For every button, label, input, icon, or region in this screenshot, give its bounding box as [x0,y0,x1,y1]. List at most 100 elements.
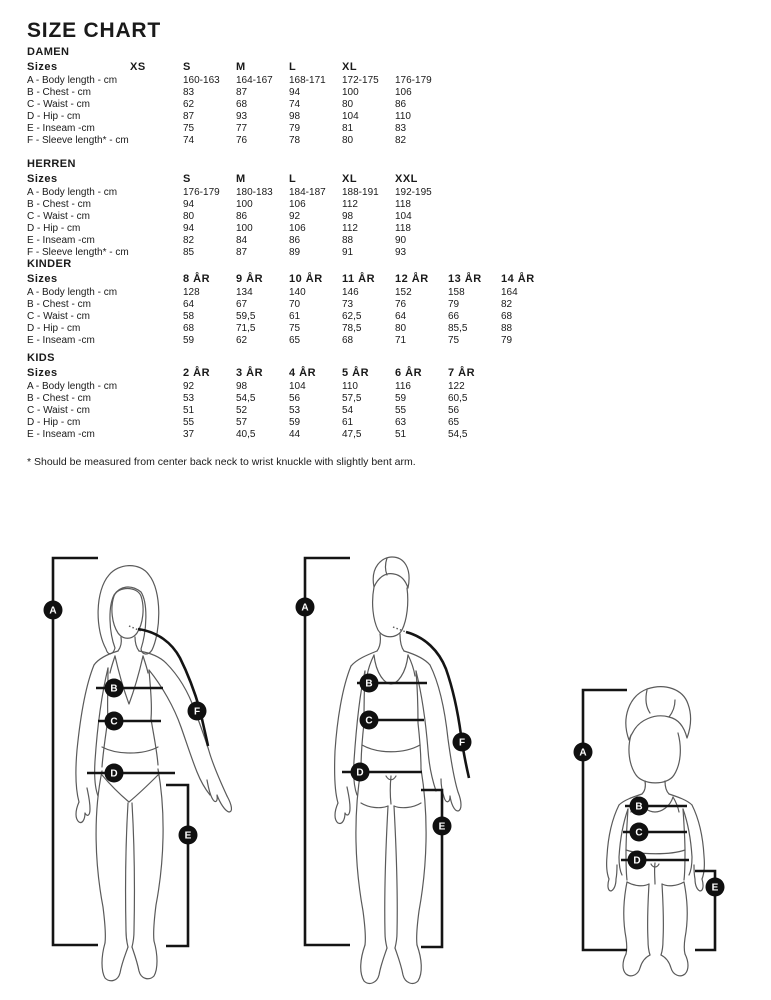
measurement-value [130,135,183,147]
measurement-value [130,211,183,223]
section-heading: HERREN [27,158,76,170]
measurement-value: 94 [183,223,195,234]
body-length-bracket [51,556,98,947]
measurement-value: 192-195 [395,187,432,198]
size-column-header [501,367,554,380]
measurement-value: 59 [183,335,195,346]
measurement-value: 86 [289,235,301,246]
measurement-value: 104 [395,211,412,222]
measurement-value: 88 [501,323,513,334]
measurement-value [130,199,183,211]
measurement-value: 94 [289,87,301,98]
size-column-header [130,273,183,286]
row-label: A - Body length - cm [27,287,118,298]
row-label: E - Inseam -cm [27,235,95,246]
size-column-header: XL [342,173,358,185]
page-title: SIZE CHART [27,19,161,42]
measurement-value: 82 [501,299,513,310]
marker-b-label: B [110,684,117,695]
measurement-value: 146 [342,287,359,298]
measurement-value: 122 [448,381,465,392]
marker-b-badge [629,796,649,816]
size-column-header: 6 ÅR [395,367,423,379]
measurement-value: 94 [183,199,195,210]
measurement-value [130,187,183,199]
measurement-value: 184-187 [289,187,326,198]
measurement-value [501,417,554,429]
measurement-value: 63 [395,417,407,428]
measurement-value: 78,5 [342,323,362,334]
measurement-value: 59 [395,393,407,404]
measurement-value: 76 [395,299,407,310]
measurement-value: 106 [395,87,412,98]
neck-start-dotted-line [392,626,407,633]
measurement-value: 80 [395,323,407,334]
sleeve-footnote: * Should be measured from center back ne… [27,456,416,468]
measurement-value: 87 [236,87,248,98]
measurement-value [501,99,554,111]
measurement-value: 74 [289,99,301,110]
measurement-value: 80 [183,211,195,222]
measurement-value: 55 [183,417,195,428]
measurement-value: 93 [236,111,248,122]
woman-face [111,587,144,639]
measurement-value: 51 [395,429,407,440]
measurement-value [448,187,501,199]
row-label: C - Waist - cm [27,311,90,322]
row-label: Sizes [27,273,58,285]
measurement-value [130,381,183,393]
measurement-value: 54,5 [236,393,256,404]
child-figure: A B C D E [565,660,771,990]
measurement-value: 86 [395,99,407,110]
measurement-value: 90 [395,235,407,246]
size-column-header: 13 ÅR [448,273,482,285]
row-label: B - Chest - cm [27,299,91,310]
row-label: E - Inseam -cm [27,123,95,134]
row-label: F - Sleeve length* - cm [27,135,129,146]
section-heading: KINDER [27,258,72,270]
size-column-header: 14 ÅR [501,273,535,285]
measurement-value: 100 [236,199,253,210]
marker-f-label: F [194,707,200,718]
marker-f-badge [452,732,472,752]
measurement-value: 86 [236,211,248,222]
measurement-value [130,235,183,247]
marker-a-label: A [301,603,308,614]
measurement-value: 118 [395,223,411,234]
measurement-value [130,417,183,429]
measurement-value: 180-183 [236,187,273,198]
size-column-header [130,367,183,380]
measurement-value: 118 [395,199,411,210]
measurement-value: 67 [236,299,248,310]
size-column-header: M [236,173,246,185]
measurement-value [448,75,501,87]
row-label: B - Chest - cm [27,393,91,404]
size-column-header [501,61,554,74]
size-column-header: 5 ÅR [342,367,370,379]
measurement-value [130,311,183,323]
measurement-value [501,111,554,123]
measurement-value: 88 [342,235,354,246]
measurement-value: 87 [183,111,195,122]
measurement-value: 71,5 [236,323,256,334]
marker-a-badge [573,742,593,762]
measurement-value: 53 [183,393,195,404]
measurement-value: 100 [236,223,253,234]
measurement-value [130,299,183,311]
marker-c-badge [359,710,379,730]
measurement-value: 110 [395,111,411,122]
measurement-value [501,211,554,223]
measurement-value: 68 [342,335,354,346]
row-label: D - Hip - cm [27,323,81,334]
